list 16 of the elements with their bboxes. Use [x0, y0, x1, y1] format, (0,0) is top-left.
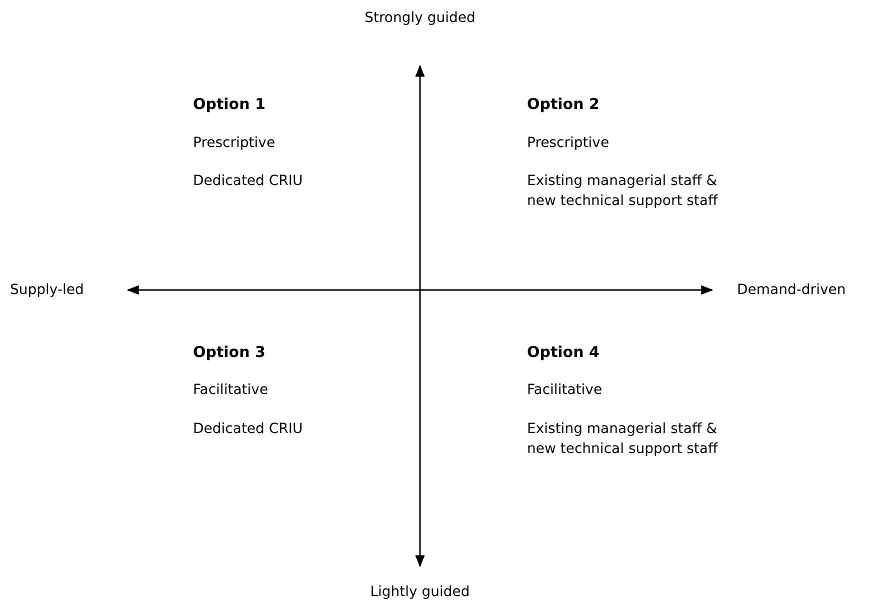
axis-label: Lightly guided: [370, 584, 470, 600]
option-heading: Option 1: [193, 95, 266, 113]
approach-text: Facilitative: [193, 382, 268, 398]
axis-label: Demand-driven: [737, 282, 846, 298]
staffing-text: Dedicated CRIU: [193, 173, 303, 189]
approach-text: Facilitative: [527, 382, 602, 398]
option-heading: Option 4: [527, 343, 600, 361]
approach-text: Prescriptive: [193, 135, 276, 151]
approach-text: Prescriptive: [527, 135, 610, 151]
axis-label: Supply-led: [10, 282, 84, 298]
option-heading: Option 3: [193, 343, 266, 361]
axis-label: Strongly guided: [364, 10, 476, 26]
staffing-text: Existing managerial staff & new technical support staff: [527, 173, 718, 209]
staffing-text: Dedicated CRIU: [193, 421, 303, 437]
option-heading: Option 2: [527, 95, 600, 113]
staffing-text: Existing managerial staff & new technical support staff: [527, 421, 718, 457]
